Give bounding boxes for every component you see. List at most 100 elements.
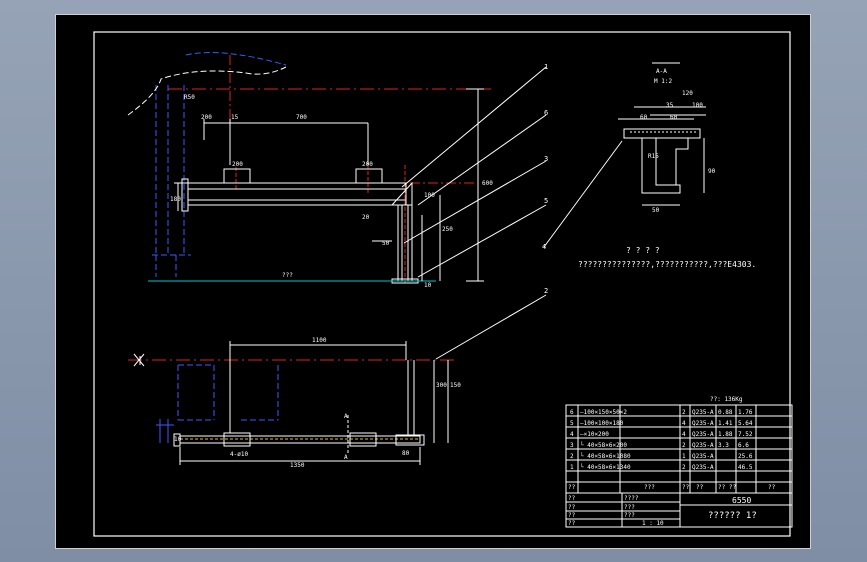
balloons: 1 6 3 5 2 4 <box>542 63 548 295</box>
bom-header-qty: ?? <box>682 484 690 491</box>
bom-cell-w2: 6.6 <box>738 442 749 449</box>
dim-1100: 1100 <box>312 337 327 344</box>
plan-dims: 1100 1350 300 150 80 10 4-ø10 A A <box>174 337 461 469</box>
wall-hidden <box>152 85 191 277</box>
balloon-1: 1 <box>544 63 548 71</box>
bom-cell-qty: 2 <box>682 442 686 449</box>
bom-cell-no: 2 <box>570 453 574 460</box>
section-title: A-A <box>656 68 667 75</box>
bracket <box>391 181 413 206</box>
sec-dim-50: 50 <box>652 207 660 214</box>
support-pad-left <box>223 168 251 184</box>
bom-cell-qty: 2 <box>682 464 686 471</box>
bom-cell-qty: 4 <box>682 431 686 438</box>
bom-cell-no: 4 <box>570 431 574 438</box>
bom-cell-w2: 25.6 <box>738 453 753 460</box>
bom-header-name: ??? <box>644 484 655 491</box>
section-mark-bottom: A <box>344 454 348 461</box>
dim-10: 10 <box>424 282 432 289</box>
sec-dim-90: 90 <box>708 168 716 175</box>
bom-header-weight: ?? ?? <box>718 484 736 491</box>
dim-200b: 200 <box>362 161 373 168</box>
dim-50: 50 <box>382 240 390 247</box>
dim-200a: 200 <box>232 161 243 168</box>
bom-cell-w2: 7.52 <box>738 431 753 438</box>
notes-text: ???????????????,???????????,???E4303. <box>578 260 756 269</box>
plan-pad-right <box>349 432 377 447</box>
bom-cell-no: 3 <box>570 442 574 449</box>
support-pad-right <box>355 168 383 184</box>
balloon-4: 4 <box>542 243 546 251</box>
dim-250: 250 <box>442 226 453 233</box>
plan-hidden-wall <box>177 364 279 421</box>
drawing-canvas: 200 15 700 200 200 180 600 100 250 20 50… <box>93 31 793 537</box>
plan-view <box>128 341 456 465</box>
sec-dim-120: 120 <box>682 90 693 97</box>
leader-lines <box>401 66 623 360</box>
sec-dim-35: 35 <box>666 102 674 109</box>
bom-cell-w1: 3.3 <box>718 442 729 449</box>
drawing-number: 6550 <box>732 496 751 505</box>
radius-label: R50 <box>184 94 195 101</box>
sec-dim-r15: R15 <box>648 153 659 160</box>
elevation-dims: 200 15 700 200 200 180 600 100 250 20 50… <box>170 94 493 289</box>
sec-dim-100: 100 <box>692 102 703 109</box>
wall-plate <box>181 178 189 212</box>
bom-cell-spec: └ 40×58×6×1080 <box>580 452 631 460</box>
main-beam <box>187 182 407 206</box>
bom-cell-qty: 2 <box>682 409 686 416</box>
bom-cell-mat: Q235-A <box>692 453 714 460</box>
dim-150: 150 <box>450 382 461 389</box>
drawing-name: ?????? 1? <box>708 511 757 521</box>
plan-column-base <box>395 434 425 446</box>
bom-header-remark: ?? <box>768 484 776 491</box>
balloon-3: 3 <box>544 155 548 163</box>
bom-cell-spec: —×10×200 <box>580 431 609 438</box>
dim-200: 200 <box>201 114 212 121</box>
tb-left-2: ?? <box>568 512 576 519</box>
bom-table <box>565 404 793 528</box>
bom-cell-spec: —100×100×180 <box>580 420 624 427</box>
dim-20: 20 <box>362 214 370 221</box>
bom-cell-mat: Q235-A <box>692 409 714 416</box>
bom-cell-spec: —100×150×50×2 <box>580 409 627 416</box>
tb-mid-0: ???? <box>624 495 639 502</box>
dim-700: 700 <box>296 114 307 121</box>
dim-300: 300 <box>436 382 447 389</box>
bom-cell-w2: 5.64 <box>738 420 753 427</box>
bom-cell-no: 1 <box>570 464 574 471</box>
dim-600: 600 <box>482 180 493 187</box>
dim-15: 15 <box>231 114 239 121</box>
bom-cell-w1: 1.88 <box>718 431 733 438</box>
dim-80: 80 <box>402 450 410 457</box>
balloon-2: 2 <box>544 287 548 295</box>
section-view <box>618 62 706 206</box>
section-scale: M 1:2 <box>654 78 672 85</box>
bom-cell-mat: Q235-A <box>692 431 714 438</box>
channel-right <box>656 137 689 185</box>
channel-left <box>641 137 681 194</box>
balloon-6: 6 <box>544 109 548 117</box>
bom-cell-spec: └ 40×58×6×200 <box>580 441 627 449</box>
bom-cell-mat: Q235-A <box>692 442 714 449</box>
tb-mid-2: ??? <box>624 512 635 519</box>
bom-cell-mat: Q235-A <box>692 420 714 427</box>
cad-viewport[interactable]: 200 15 700 200 200 180 600 100 250 20 50… <box>55 14 811 549</box>
section-mark-top: A <box>344 413 348 420</box>
weight-label: ??: 136Kg <box>710 396 743 403</box>
section-top-plate <box>623 128 701 139</box>
notes-heading: ? ? ? ? <box>626 246 660 255</box>
ground-label: ??? <box>282 272 293 279</box>
tb-mid-1: ??? <box>624 504 635 511</box>
bom-cell-mat: Q235-A <box>692 464 714 471</box>
drawing-frame <box>93 31 791 537</box>
plan-wall-plate <box>173 433 181 447</box>
technical-notes: ? ? ? ? ???????????????,???????????,???E… <box>578 246 756 269</box>
bom-cell-qty: 1 <box>682 453 686 460</box>
tb-sheet: 1 : 10 <box>642 520 664 527</box>
dim-180: 180 <box>170 196 181 203</box>
dim-1350: 1350 <box>290 462 305 469</box>
bom-cell-w2: 46.5 <box>738 464 753 471</box>
